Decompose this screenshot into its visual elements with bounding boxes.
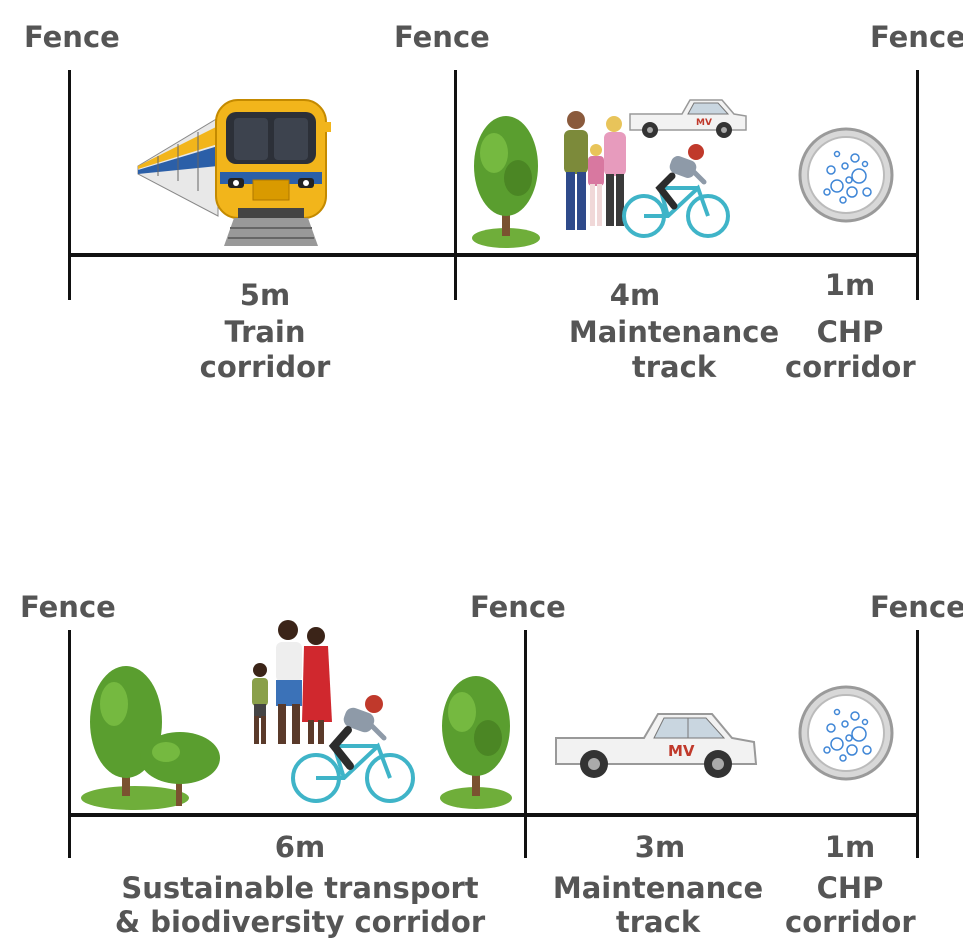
fence-post-bottom-middle <box>524 630 527 858</box>
fence-label-top-middle: Fence <box>394 20 490 54</box>
ground-line-bottom <box>68 813 919 817</box>
segment-name-maintenance-2: track <box>615 905 701 939</box>
fence-label-top-left: Fence <box>24 20 120 54</box>
truck-logo: MV <box>696 118 712 128</box>
ute-truck-icon: MV <box>629 99 747 138</box>
segment-name-sustainable-1: Sustainable transport <box>121 871 479 905</box>
segment-name-maintenance-2: track <box>631 350 717 384</box>
segment-name-sustainable-2: & biodiversity corridor <box>114 905 486 939</box>
family-icon <box>564 111 626 230</box>
segment-name-chp-1: CHP <box>816 871 884 905</box>
segment-name-maintenance-1: Maintenance <box>568 315 780 349</box>
segment-width-sustainable: 6m <box>274 830 326 864</box>
fence-post-bottom-left <box>68 630 71 858</box>
fence-post-bottom-right <box>916 630 919 858</box>
segment-width-chp: 1m <box>824 830 876 864</box>
fence-label-bottom-left: Fence <box>20 590 116 624</box>
ute-truck-icon: MV <box>555 713 758 778</box>
fence-label-top-right: Fence <box>870 20 963 54</box>
segment-name-maintenance-1: Maintenance <box>552 871 764 905</box>
segment-width-train: 5m <box>239 278 291 312</box>
fence-post-top-right <box>916 70 919 300</box>
segment-name-train-2: corridor <box>199 350 331 384</box>
ground-line-top <box>68 253 919 257</box>
fence-post-top-left <box>68 70 71 300</box>
shrub-icon <box>140 732 220 806</box>
family-icon <box>252 620 332 744</box>
fence-post-top-middle <box>454 70 457 300</box>
chp-pipe-icon <box>798 127 894 223</box>
tree-icon <box>440 676 512 809</box>
segment-name-train-1: Train <box>224 315 306 349</box>
segment-width-chp: 1m <box>824 268 876 302</box>
cyclist-icon <box>291 695 415 803</box>
train-icon <box>137 99 331 246</box>
segment-width-maintenance: 3m <box>634 830 686 864</box>
fence-label-bottom-middle: Fence <box>470 590 566 624</box>
cyclist-icon <box>622 144 730 238</box>
segment-name-chp-1: CHP <box>816 315 884 349</box>
segment-name-chp-2: corridor <box>785 905 916 939</box>
tree-icon <box>472 116 540 248</box>
truck-logo: MV <box>668 742 695 760</box>
chp-pipe-icon <box>798 685 894 781</box>
segment-width-maintenance: 4m <box>609 278 661 312</box>
fence-label-bottom-right: Fence <box>870 590 963 624</box>
segment-name-chp-2: corridor <box>785 350 916 384</box>
